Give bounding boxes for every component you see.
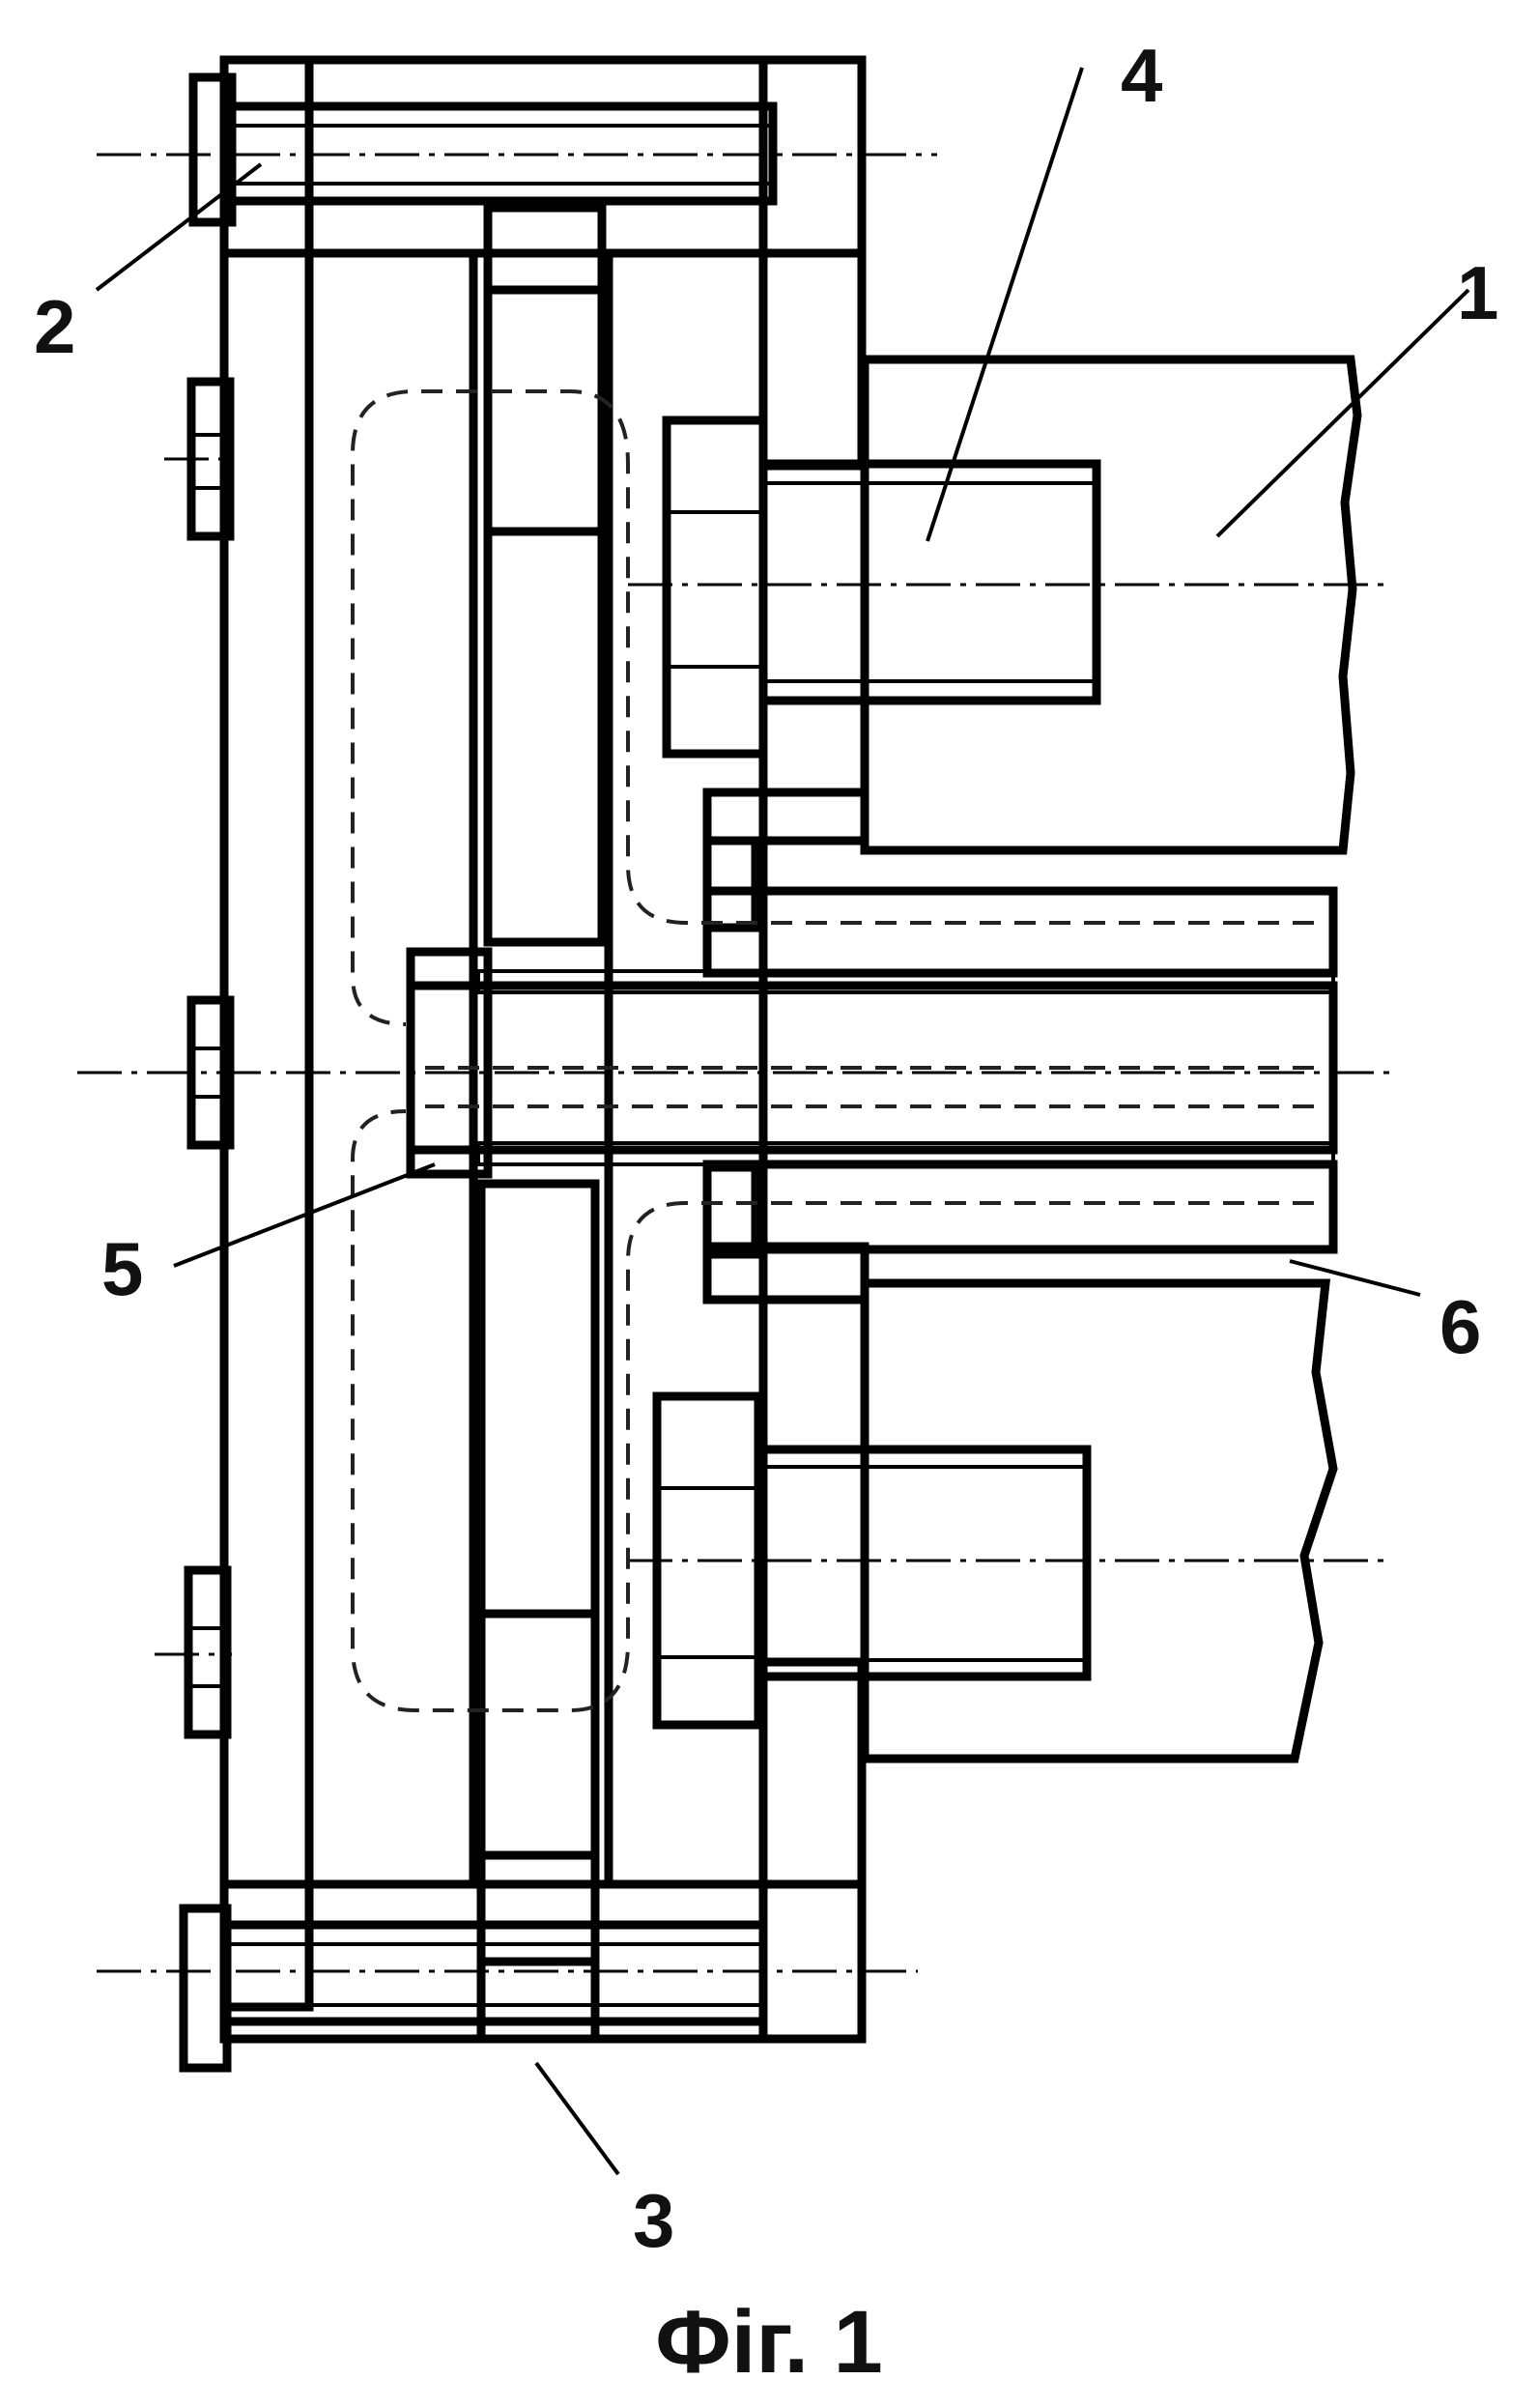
housing-left-wall — [219, 55, 314, 2012]
center-lines — [77, 153, 1391, 1973]
leader-lines — [95, 67, 1470, 2176]
flow-paths — [351, 389, 1314, 1712]
disc-window-upper — [483, 285, 607, 536]
top-bolt-shank — [227, 101, 778, 206]
disc-upper-segment — [483, 527, 607, 947]
shaft-body — [406, 981, 1338, 1155]
tube-lower-channel — [702, 1160, 1338, 1254]
tube-upper-channel — [702, 886, 1338, 978]
body-part-1 — [860, 355, 1362, 1763]
callout-3: 3 — [633, 2178, 674, 2263]
through-bolts-2 — [179, 72, 778, 2073]
callout-labels: 2 4 1 5 6 3 — [34, 33, 1498, 2263]
figure-caption: Фіг. 1 — [655, 2293, 882, 2392]
callout-2: 2 — [34, 284, 75, 369]
housing-right-wall-lower — [758, 1657, 867, 2044]
central-shaft — [406, 886, 1338, 1254]
callout-1: 1 — [1457, 250, 1498, 335]
left-nut-3 — [184, 1565, 232, 1739]
housing-right-wall-upper — [758, 55, 867, 471]
bottom-bolt-shank — [222, 1920, 768, 2026]
bolt-lower-shank — [754, 1445, 1092, 1681]
disc-lower-segment — [476, 1179, 600, 1619]
callout-6: 6 — [1439, 1284, 1481, 1369]
bushing-ring-upper — [702, 836, 760, 932]
callout-5: 5 — [101, 1226, 143, 1311]
inner-chamber-left — [304, 248, 478, 1889]
housing — [219, 55, 869, 2044]
body-upper-block — [860, 355, 1362, 855]
rotor-disc — [476, 203, 607, 2044]
disc-hub-bottom — [476, 1957, 600, 2044]
callout-4: 4 — [1121, 33, 1162, 118]
body-lower-block — [860, 1278, 1338, 1763]
disc-window-lower — [476, 1609, 600, 1860]
bushing-ring-lower — [702, 1162, 760, 1259]
bolt-upper-head — [662, 416, 768, 759]
bolt-upper-shank — [758, 459, 1101, 705]
bushing-upper — [702, 788, 869, 846]
